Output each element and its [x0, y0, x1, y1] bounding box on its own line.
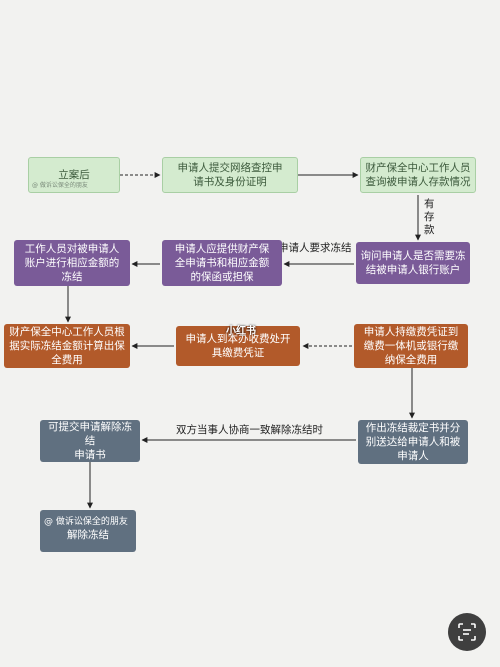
label-has-deposit: 有 存 款 [424, 198, 435, 236]
node-pay-fee-label: 申请人持缴费凭证到 缴费一体机或银行缴 纳保全费用 [363, 326, 459, 366]
node-submit-application-label: 申请人提交网络查控申 请书及身份证明 [177, 162, 283, 188]
label-negotiate-unfreeze: 双方当事人协商一致解除冻结时 [176, 424, 323, 437]
node-freeze-ruling-label: 作出冻结裁定书并分 别送达给申请人和被 申请人 [365, 422, 461, 462]
scan-text-button[interactable] [448, 613, 486, 651]
node-issue-voucher-label: 申请人到本办收费处开 具缴费凭证 [185, 333, 291, 359]
brand-watermark: 小红书 [226, 326, 256, 337]
node-freeze-account-label: 工作人员对被申请人 账户进行相应金额的 冻结 [24, 243, 120, 283]
node-provide-guarantee: 申请人应提供财产保 全申请书和相应金额 的保函或担保 [162, 240, 282, 286]
node-query-deposits: 财产保全中心工作人员 查询被申请人存款情况 [360, 157, 476, 193]
account-watermark: @ 做诉讼保全的朋友 [44, 514, 128, 527]
node-provide-guarantee-label: 申请人应提供财产保 全申请书和相应金额 的保函或担保 [174, 243, 270, 283]
node-case-filed-tag: @ 做诉讼保全的朋友 [32, 182, 88, 189]
account-watermark-label: @ 做诉讼保全的朋友 [44, 517, 128, 527]
scan-text-icon [458, 623, 476, 641]
node-calc-fee-label: 财产保全中心工作人员根 据实际冻结金额计算出保 全费用 [9, 326, 125, 366]
node-query-deposits-label: 财产保全中心工作人员 查询被申请人存款情况 [365, 162, 471, 188]
node-ask-freeze-label: 询问申请人是否需要冻 结被申请人银行账户 [360, 250, 466, 276]
node-freeze-ruling: 作出冻结裁定书并分 别送达给申请人和被 申请人 [358, 420, 468, 464]
node-ask-freeze: 询问申请人是否需要冻 结被申请人银行账户 [356, 242, 470, 284]
node-issue-voucher: 申请人到本办收费处开 具缴费凭证 [176, 326, 300, 366]
node-submit-unfreeze-label: 可提交申请解除冻结 申请书 [48, 421, 132, 461]
node-freeze-account: 工作人员对被申请人 账户进行相应金额的 冻结 [14, 240, 130, 286]
node-submit-unfreeze: 可提交申请解除冻结 申请书 [40, 420, 140, 462]
node-calc-fee: 财产保全中心工作人员根 据实际冻结金额计算出保 全费用 [4, 324, 130, 368]
node-unfreeze: 解除冻结 [40, 510, 136, 552]
node-pay-fee: 申请人持缴费凭证到 缴费一体机或银行缴 纳保全费用 [354, 324, 468, 368]
node-case-filed-label: 立案后 [58, 169, 90, 181]
node-unfreeze-label: 解除冻结 [67, 529, 109, 541]
label-request-freeze: 申请人要求冻结 [278, 242, 352, 255]
node-submit-application: 申请人提交网络查控申 请书及身份证明 [162, 157, 298, 193]
node-case-filed: 立案后 [28, 157, 120, 193]
